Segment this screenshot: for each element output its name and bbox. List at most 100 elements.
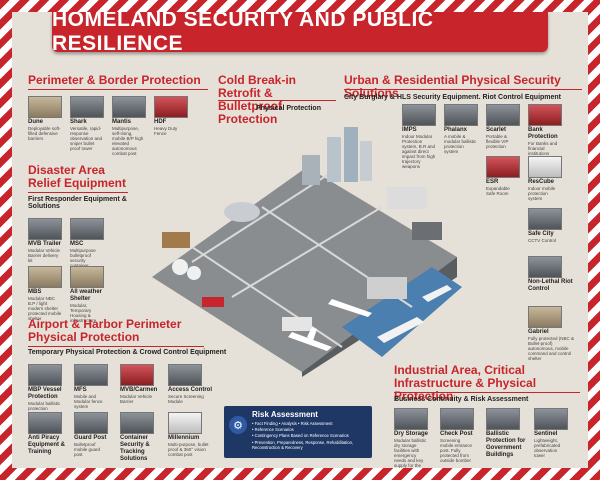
hdf-image	[154, 96, 188, 118]
item-desc: Lightweight, prefabricated observation t…	[534, 438, 561, 458]
coldbreak-title: Cold Break-in Retrofit & Bulletproof Pro…	[218, 73, 297, 126]
item-name: All weather Shelter	[70, 289, 103, 302]
airplanes	[288, 299, 372, 351]
item-name: IMPS	[402, 127, 417, 133]
item-anti-piracy[interactable]: Anti Piracy Equipment & Training	[28, 412, 72, 456]
item-name: Millennium	[168, 435, 200, 441]
item-desc: Modular ballistic dry storage facilities…	[394, 438, 427, 468]
item-desc: Deployable soft-filled defensive barrier…	[28, 126, 61, 141]
risk-line: • Fact Finding • Analysis • Risk Assessm…	[252, 421, 333, 426]
item-desc: Portable & flexible VIP protection	[486, 134, 509, 149]
item-desc: Mobile and Modular fence system	[74, 394, 103, 409]
access-control-image	[168, 364, 202, 386]
item-desc: Modular, Temporary Housing & infrastruct…	[70, 303, 97, 323]
urban-subtitle: City Burglary & HLS Security Equipment. …	[344, 94, 562, 101]
item-name: ResCube	[528, 179, 555, 185]
msc-image	[70, 218, 104, 240]
buildings	[162, 127, 442, 331]
shelter-image	[70, 266, 104, 288]
page-title: HOMELAND SECURITY AND PUBLIC RESILIENCE	[52, 12, 548, 55]
industrial-subtitle: Business Continuity & Risk Assessment	[394, 396, 529, 403]
item-desc: CCTV Control	[528, 238, 557, 243]
risk-line: • Reference Scenarios	[252, 427, 294, 432]
harbor-water	[342, 267, 462, 357]
dry-storage-image	[394, 408, 428, 430]
item-name: HDF	[154, 119, 167, 125]
risk-title: Risk Assessment	[252, 410, 318, 419]
item-name: Bank Protection	[528, 127, 558, 140]
item-name: Anti Piracy Equipment & Training	[28, 435, 65, 455]
airport-rule	[28, 346, 204, 347]
city-illustration	[152, 127, 462, 377]
poster: HOMELAND SECURITY AND PUBLIC RESILIENCE …	[12, 12, 588, 468]
coldbreak-rule	[218, 100, 336, 101]
airport-subtitle: Temporary Physical Protection & Crowd Co…	[28, 349, 227, 356]
urban-rule	[344, 89, 582, 90]
risk-line: • Contingency Plans Based on Reference S…	[252, 433, 349, 438]
item-desc: Multipurpose bulletproof security contai…	[70, 248, 96, 268]
item-name: ESR	[486, 179, 499, 185]
perimeter-rule	[28, 89, 208, 90]
millennium-image	[168, 412, 202, 434]
item-ballistic-protection[interactable]: Ballistic Protection for Government Buil…	[486, 408, 528, 459]
industrial-title: Industrial Area, Critical Infrastructure…	[394, 363, 537, 403]
item-desc: Modular Vehicle Barrier	[120, 394, 153, 404]
item-name: MBS	[28, 289, 42, 295]
disaster-title: Disaster Area Relief Equipment	[28, 163, 127, 190]
item-name: Sentinel	[534, 431, 558, 437]
item-container-security[interactable]: Container Security & Tracking Solutions	[120, 412, 164, 463]
sentinel-image	[534, 408, 568, 430]
risk-assessment-panel[interactable]: ⚙ Risk Assessment • Fact Finding • Analy…	[224, 406, 372, 458]
mbp-image	[28, 364, 62, 386]
item-desc: Indoor mobile protection system	[528, 186, 556, 201]
item-name: Access Control	[168, 387, 213, 393]
safe-city-image	[528, 208, 562, 230]
item-non-lethal-riot-control[interactable]: Non-Lethal Riot Control	[528, 256, 578, 293]
item-name: Dry Storage	[394, 431, 429, 437]
gabriel-image	[528, 306, 562, 328]
imps-image	[402, 104, 436, 126]
perimeter-title: Perimeter & Border Protection	[28, 73, 201, 87]
ballistic-protection-image	[486, 408, 520, 430]
dune-image	[28, 96, 62, 118]
item-desc: Heavy Duty Fence	[154, 126, 178, 136]
item-name: Phalanx	[444, 127, 468, 133]
ground-plane	[152, 167, 457, 372]
industrial-rule	[394, 392, 580, 393]
item-name: MVB/Carmen	[120, 387, 158, 393]
item-name: MVB Trailer	[28, 241, 62, 247]
item-desc: Screening mobile entrance post. Fully pr…	[440, 438, 473, 463]
airport-title: Airport & Harbor Perimeter Physical Prot…	[28, 317, 182, 344]
item-name: Container Security & Tracking Solutions	[120, 435, 150, 462]
mbs-image	[28, 266, 62, 288]
guard-post-image	[74, 412, 108, 434]
item-name: Non-Lethal Riot Control	[528, 279, 573, 292]
disaster-rule	[28, 192, 128, 193]
item-name: MBP Vessel Protection	[28, 387, 62, 400]
